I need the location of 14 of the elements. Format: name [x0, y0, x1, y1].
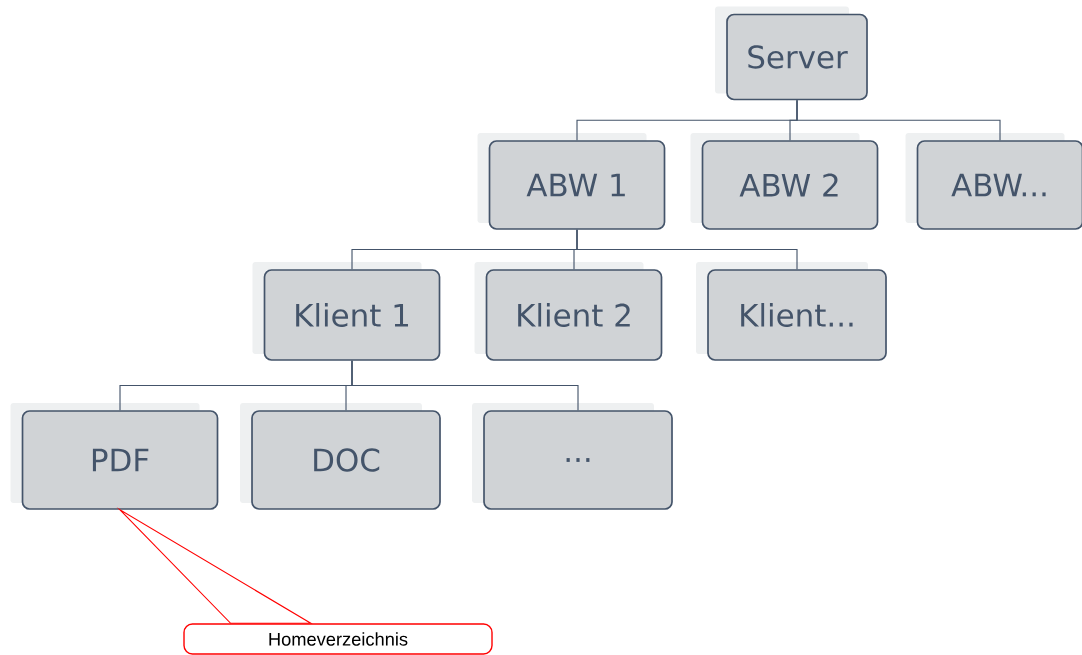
callout-box: Homeverzeichnis: [183, 623, 493, 655]
org-box: DOC: [240, 403, 441, 510]
org-box: ABW 1: [477, 133, 666, 230]
connector-line: [796, 99, 1001, 141]
org-box: ABW...: [905, 133, 1082, 230]
org-box: Server: [715, 6, 868, 101]
connector-line: [351, 360, 579, 411]
org-box: ...: [472, 403, 673, 510]
org-box: ABW 2: [690, 133, 879, 230]
org-box: Klient 2: [474, 262, 663, 361]
org-box: PDF: [10, 403, 219, 510]
org-box: Klient 1: [252, 262, 441, 361]
org-box: Klient...: [696, 262, 887, 361]
connector-line: [576, 229, 798, 270]
